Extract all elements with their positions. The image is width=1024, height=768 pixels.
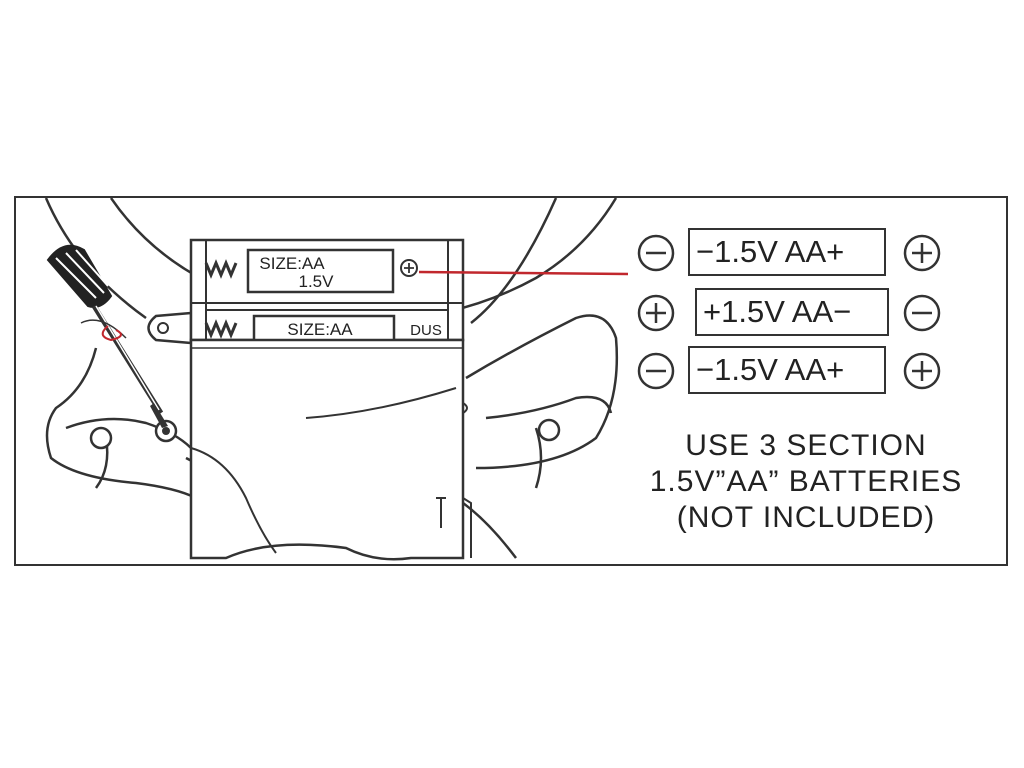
- slot1-size-label: SIZE:AA: [259, 254, 325, 273]
- minus-icon: [903, 294, 941, 332]
- battery-row-3: −1.5V AA+: [636, 346, 946, 396]
- battery-cell-1: −1.5V AA+: [688, 228, 886, 276]
- battery-cover: [189, 338, 472, 561]
- mounting-tab: [147, 311, 193, 345]
- rotation-arrow-icon: [101, 325, 122, 342]
- slot2-partial-label: DUS: [410, 322, 442, 339]
- plus-icon: [903, 352, 941, 390]
- diagram-frame: SIZE:AA 1.5V SIZE:AA DUS: [14, 196, 1008, 566]
- minus-icon: [637, 234, 675, 272]
- battery-box: [189, 238, 465, 348]
- slot2-size-label: SIZE:AA: [287, 320, 353, 339]
- battery-row-1: −1.5V AA+: [636, 228, 946, 278]
- minus-icon: [637, 352, 675, 390]
- note-line-3: (NOT INCLUDED): [676, 501, 936, 534]
- screwdriver: [46, 244, 168, 428]
- screw-left: [89, 426, 113, 450]
- note-line-2: 1.5V”AA” BATTERIES: [649, 465, 963, 498]
- screw-right: [537, 418, 561, 442]
- red-wire: [418, 270, 629, 276]
- battery-label-3: −1.5V AA+: [696, 352, 845, 387]
- battery-cell-2: +1.5V AA−: [695, 288, 889, 336]
- battery-compartment-illustration: SIZE:AA 1.5V SIZE:AA DUS: [44, 198, 629, 561]
- battery-row-2: +1.5V AA−: [636, 288, 946, 338]
- note-line-1: USE 3 SECTION: [685, 429, 927, 462]
- battery-note: USE 3 SECTION 1.5V”AA” BATTERIES (NOT IN…: [616, 428, 996, 536]
- plus-icon: [637, 294, 675, 332]
- battery-label-1: −1.5V AA+: [696, 234, 845, 269]
- battery-label-2: +1.5V AA−: [703, 294, 852, 329]
- plus-icon: [903, 234, 941, 272]
- battery-cell-3: −1.5V AA+: [688, 346, 886, 394]
- slot1-voltage-label: 1.5V: [299, 272, 335, 291]
